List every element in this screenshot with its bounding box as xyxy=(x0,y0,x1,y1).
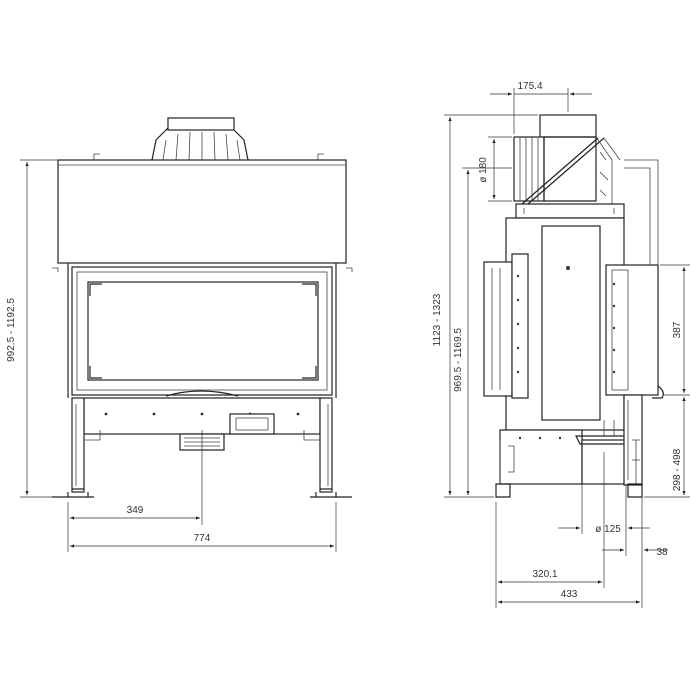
side-flue-diameter: ø 180 xyxy=(478,136,512,202)
side-leg-height: 298 - 498 xyxy=(644,397,690,498)
side-inner-depth: 320.1 xyxy=(495,452,605,608)
front-offset-dimension: 349 xyxy=(67,430,203,525)
side-inner-depth-label: 320.1 xyxy=(532,569,557,580)
side-total-depth-label: 433 xyxy=(561,589,578,600)
side-panel-height: 387 xyxy=(660,264,690,396)
front-view: 992.5 - 1192.5 349 774 xyxy=(6,117,353,552)
side-total-height-label: 1123 - 1323 xyxy=(432,293,443,346)
side-inner-height: 969.5 - 1169.5 xyxy=(453,167,512,495)
front-width-label: 774 xyxy=(194,533,211,544)
side-outlet-diameter: ø 125 xyxy=(558,484,650,535)
front-offset-label: 349 xyxy=(127,505,144,516)
side-top-label: 175.4 xyxy=(517,81,542,92)
side-small-offset: 38 xyxy=(602,497,668,558)
side-leg-height-label: 298 - 498 xyxy=(672,448,683,491)
side-total-height: 1123 - 1323 xyxy=(432,114,538,498)
front-leg-right xyxy=(319,397,333,493)
front-flue-collar xyxy=(151,117,249,161)
side-outlet-label: ø 125 xyxy=(595,524,621,535)
front-leg-left xyxy=(71,397,85,493)
front-width-dimension: 774 xyxy=(67,502,337,552)
side-inner-height-label: 969.5 - 1169.5 xyxy=(453,328,464,392)
side-flue-label: ø 180 xyxy=(478,157,489,183)
front-door-frame xyxy=(71,266,333,396)
front-hood xyxy=(57,159,347,264)
side-total-depth: 433 xyxy=(498,556,643,608)
side-top-dimension: 175.4 xyxy=(490,81,592,134)
side-view: 175.4 ø 180 1123 - 1323 969.5 - 1169.5 3… xyxy=(432,81,690,608)
front-foot-right xyxy=(310,488,352,498)
side-panel-height-label: 387 xyxy=(672,321,683,338)
side-cladding-front xyxy=(605,264,659,396)
front-glass xyxy=(87,281,319,381)
front-height-dimension: 992.5 - 1192.5 xyxy=(6,159,58,498)
front-height-label: 992.5 - 1192.5 xyxy=(6,298,17,362)
side-cladding-left xyxy=(483,261,513,397)
side-small-offset-label: 38 xyxy=(656,547,668,558)
side-flue-spigot xyxy=(513,114,621,205)
front-foot-left xyxy=(52,488,94,498)
front-lower-box xyxy=(83,397,321,435)
